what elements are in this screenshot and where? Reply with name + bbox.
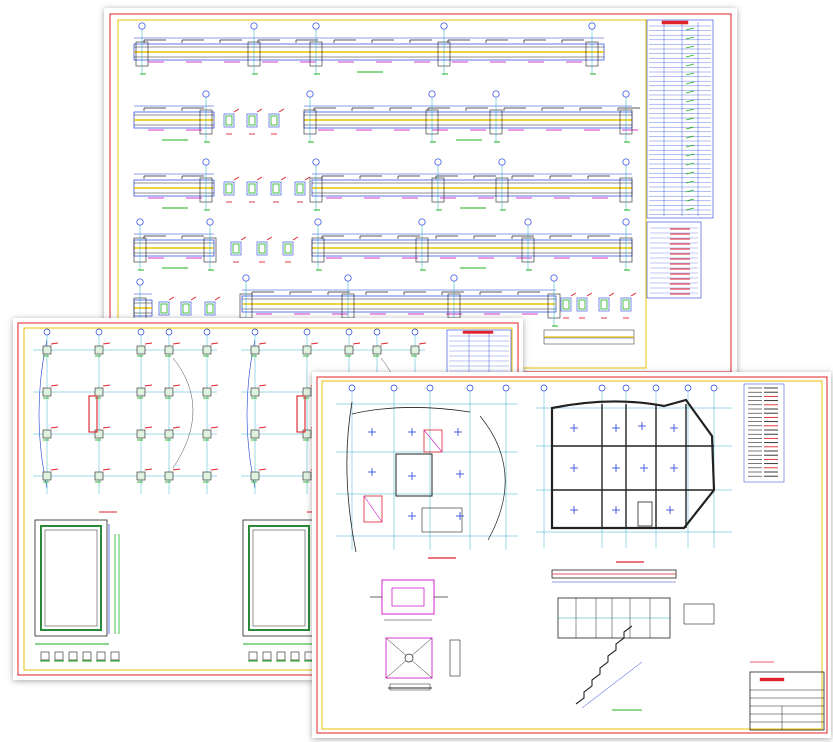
drawing-sheet-floor-framing — [312, 372, 831, 738]
drawing-sheet-beam-details — [104, 8, 737, 378]
title-block — [749, 661, 825, 731]
legend-notes-panel — [743, 383, 785, 483]
column-schedule-table — [446, 329, 512, 377]
framing-plan-drawing-icon — [316, 376, 828, 734]
title-schedule-table — [646, 19, 714, 299]
beam-elevation-drawing-icon — [109, 13, 732, 373]
